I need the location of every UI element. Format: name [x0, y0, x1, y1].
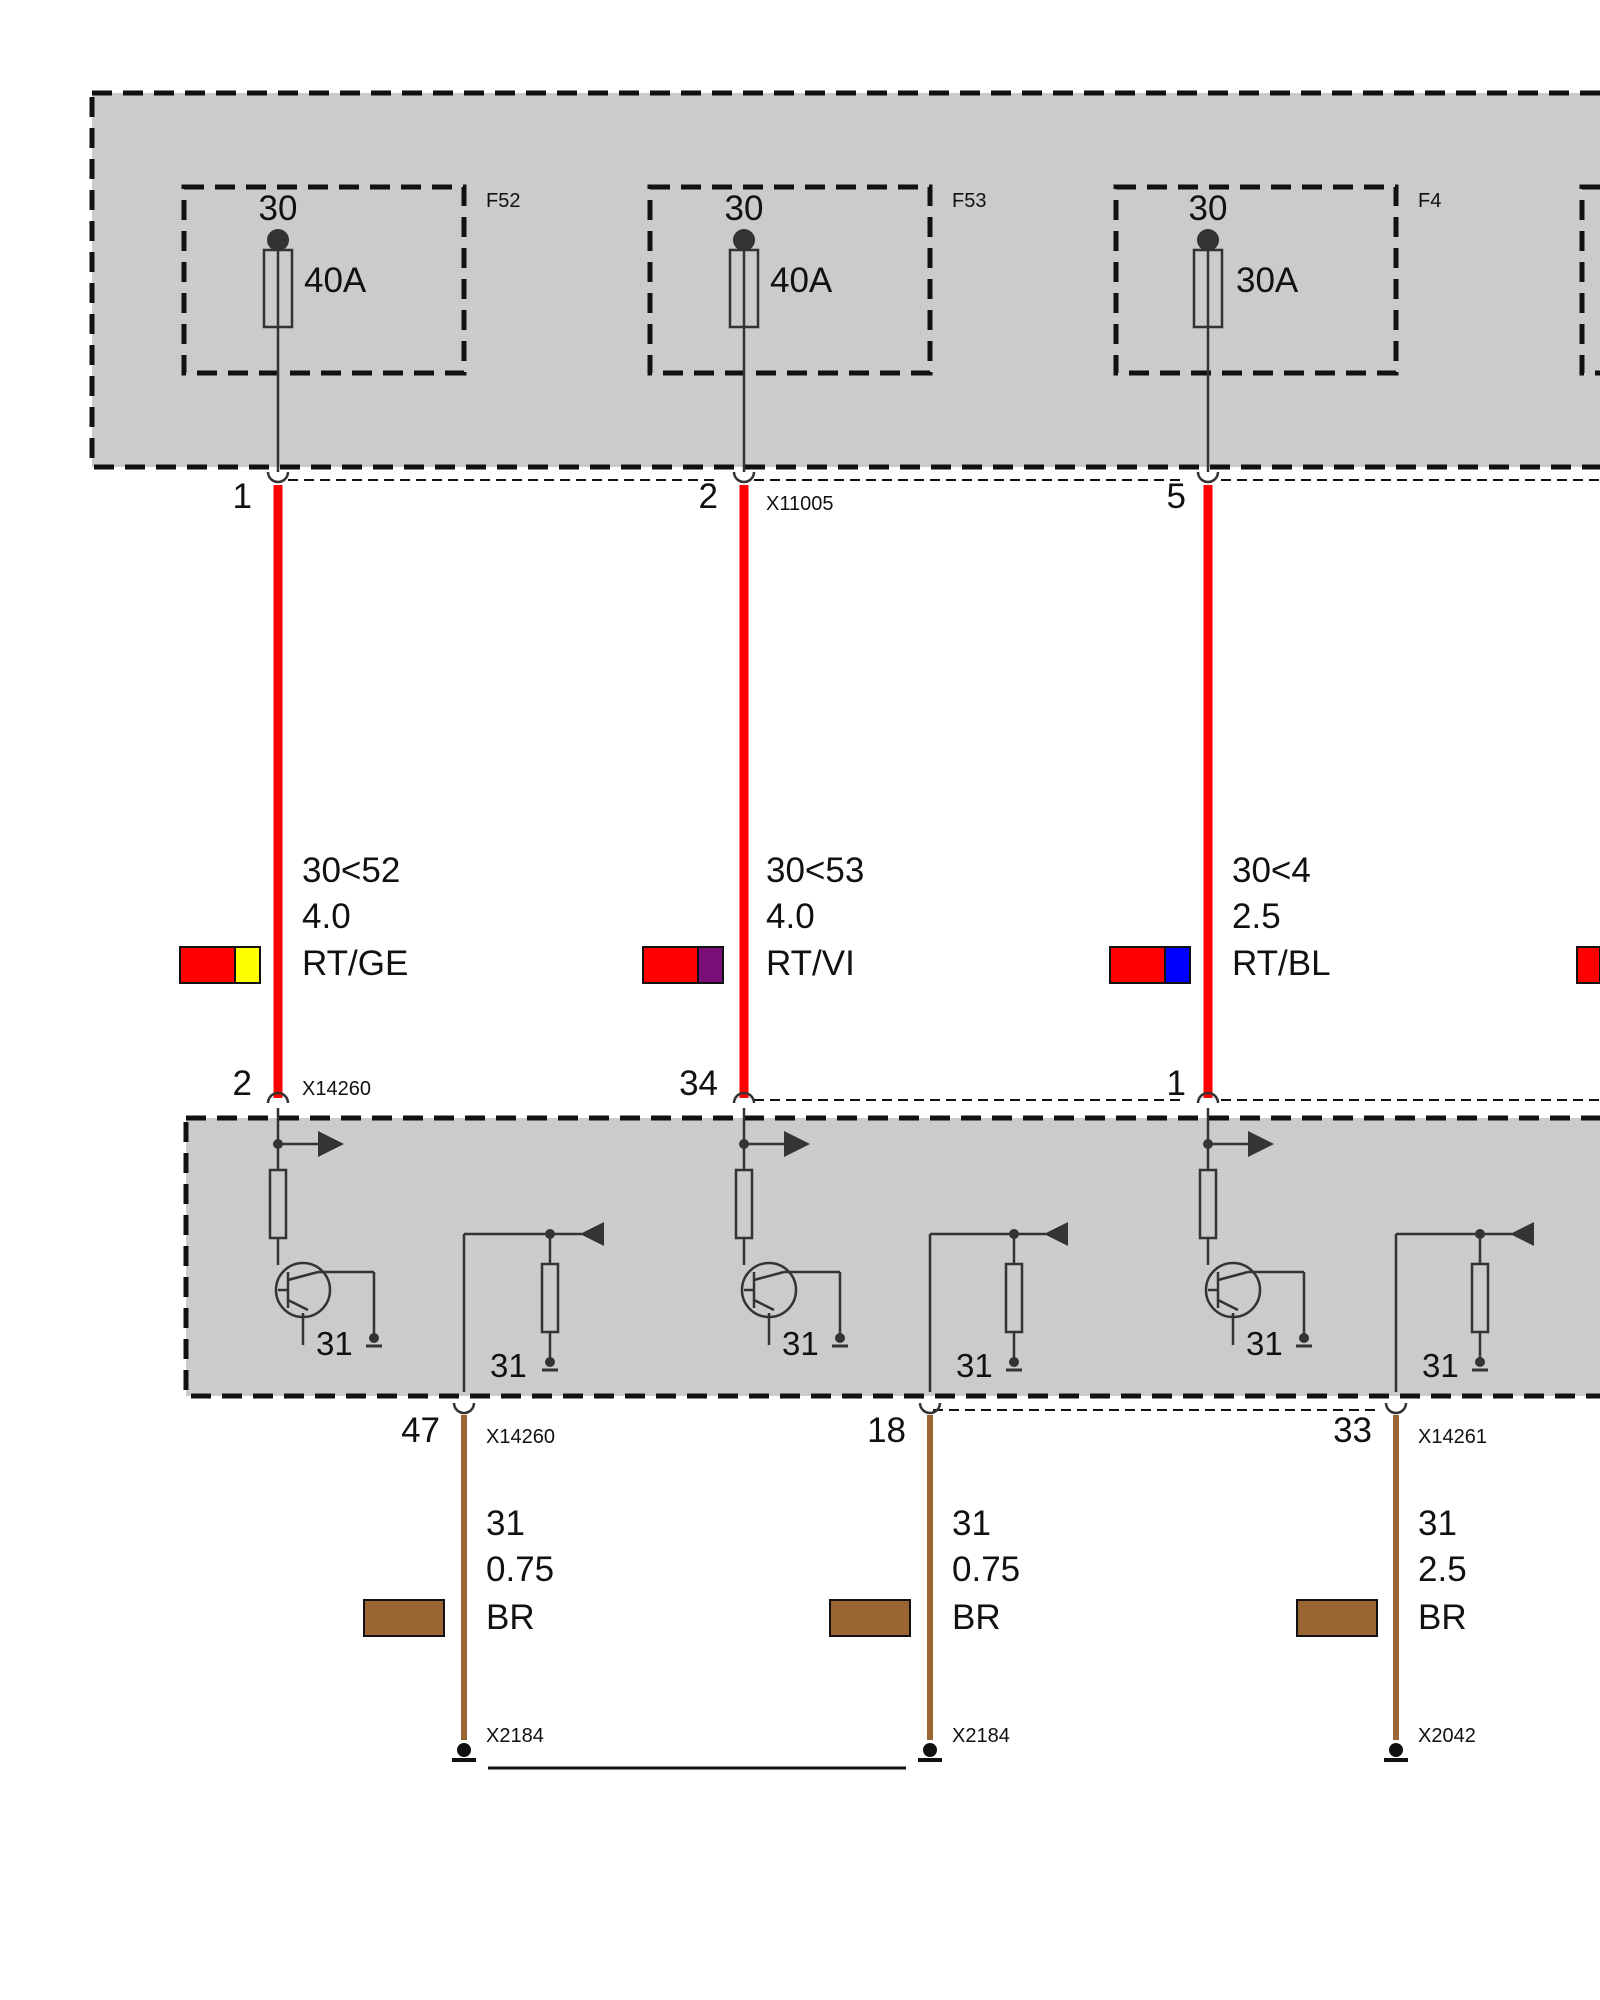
- wire-color-code: RT/VI: [766, 944, 855, 983]
- module-ground-label: 31: [490, 1347, 527, 1384]
- module-ground-label: 31: [1246, 1325, 1283, 1362]
- fuse-rating: 40A: [770, 261, 833, 300]
- connector-pin-icon: [1384, 1402, 1408, 1415]
- wire-color-code: RT/BL: [1232, 944, 1331, 983]
- top-pin-number: 2: [699, 477, 718, 516]
- wire-signal: 31: [952, 1504, 991, 1543]
- wire-signal: 31: [486, 1504, 525, 1543]
- wire-stripe-swatch: [1164, 946, 1191, 984]
- connector-links: [288, 479, 1600, 1411]
- connector-pin-icon: [732, 471, 756, 484]
- ground-point-icon: [457, 1743, 471, 1757]
- ground-pin-number: 47: [401, 1411, 440, 1450]
- fuse-rating: 30A: [1236, 261, 1299, 300]
- output-arrow-icon: [1248, 1131, 1274, 1157]
- input-arrow-icon: [1510, 1222, 1534, 1246]
- top-connector-id: X11005: [766, 493, 833, 515]
- wire-size: 2.5: [1418, 1550, 1467, 1589]
- ground-connector-id: X14261: [1418, 1426, 1487, 1448]
- fuse-icon: [262, 248, 294, 329]
- ground-point-id: X2042: [1418, 1725, 1476, 1747]
- module-ground-label: 31: [782, 1325, 819, 1362]
- connector-pin-icon: [918, 1402, 942, 1415]
- fuse-terminal-label: 30: [259, 189, 298, 228]
- ground-point-id: X2184: [952, 1725, 1010, 1747]
- output-arrow-icon: [784, 1131, 810, 1157]
- module-ground-label: 31: [956, 1347, 993, 1384]
- input-arrow-icon: [580, 1222, 604, 1246]
- wire-color-swatch: [1109, 946, 1166, 984]
- wire-color-swatch: [642, 946, 699, 984]
- wire-color-swatch: [1576, 946, 1600, 984]
- ground-point-icon: [923, 1743, 937, 1757]
- wire-size: 2.5: [1232, 897, 1281, 936]
- wire-size: 0.75: [952, 1550, 1020, 1589]
- fuse-terminal-label: 30: [725, 189, 764, 228]
- fuse-box-module: [89, 90, 1600, 470]
- circuit-column-2: 30 40A F53 2 X11005 30<53 4.0 RT/VI 34: [642, 184, 1068, 1762]
- electronic-module: [183, 1115, 1600, 1399]
- wire-size: 4.0: [766, 897, 815, 936]
- top-pin-number: 1: [233, 477, 252, 516]
- module-pin-number: 34: [679, 1064, 718, 1103]
- circuit-column-4-partial: [1576, 184, 1600, 984]
- fuse-icon: [728, 248, 760, 329]
- connector-pin-icon: [452, 1402, 476, 1415]
- wire-color-swatch: [829, 1599, 911, 1637]
- wire-size: 0.75: [486, 1550, 554, 1589]
- module-pin-number: 1: [1167, 1064, 1186, 1103]
- wire-color-swatch: [1296, 1599, 1378, 1637]
- connector-pin-icon: [1196, 1091, 1220, 1104]
- module-ground-label: 31: [1422, 1347, 1459, 1384]
- fuse-holder-f52: [181, 184, 467, 376]
- ground-pin-number: 18: [867, 1411, 906, 1450]
- wire-signal: 30<4: [1232, 851, 1311, 890]
- ground-pin-number: 33: [1333, 1411, 1372, 1450]
- wire-stripe-swatch: [234, 946, 261, 984]
- fuse-holder-f4: [1113, 184, 1399, 376]
- connector-pin-icon: [266, 1091, 290, 1104]
- wire-stripe-swatch: [697, 946, 724, 984]
- wire-color-code: BR: [952, 1598, 1001, 1637]
- circuit-column-3: 30 30A F4 5 30<4 2.5 RT/BL 1 31: [1109, 184, 1534, 1762]
- wire-color-swatch: [179, 946, 236, 984]
- module-connector-id: X14260: [302, 1078, 371, 1100]
- ground-point-icon: [1389, 1743, 1403, 1757]
- wire-signal: 30<52: [302, 851, 400, 890]
- fuse-terminal-label: 30: [1189, 189, 1228, 228]
- top-pin-number: 5: [1167, 477, 1186, 516]
- output-arrow-icon: [318, 1131, 344, 1157]
- fuse-holder-f53: [647, 184, 933, 376]
- ground-connector-id: X14260: [486, 1426, 555, 1448]
- wire-color-swatch: [363, 1599, 445, 1637]
- wire-signal: 31: [1418, 1504, 1457, 1543]
- fuse-rating: 40A: [304, 261, 367, 300]
- connector-pin-icon: [1196, 471, 1220, 484]
- ground-point-id: X2184: [486, 1725, 544, 1747]
- module-pin-number: 2: [233, 1064, 252, 1103]
- wire-size: 4.0: [302, 897, 351, 936]
- fuse-id: F52: [486, 190, 520, 212]
- circuit-column-1: 30 40A F52 1 30<52 4.0 RT/GE 2 X14260 3: [179, 184, 604, 1762]
- connector-pin-icon: [732, 1091, 756, 1104]
- fuse-id: F4: [1418, 190, 1441, 212]
- module-ground-label: 31: [316, 1325, 353, 1362]
- fuse-icon: [1192, 248, 1224, 329]
- fuse-id: F53: [952, 190, 986, 212]
- wire-color-code: RT/GE: [302, 944, 408, 983]
- connector-pin-icon: [266, 471, 290, 484]
- wire-color-code: BR: [1418, 1598, 1467, 1637]
- input-arrow-icon: [1044, 1222, 1068, 1246]
- wire-signal: 30<53: [766, 851, 864, 890]
- wire-color-code: BR: [486, 1598, 535, 1637]
